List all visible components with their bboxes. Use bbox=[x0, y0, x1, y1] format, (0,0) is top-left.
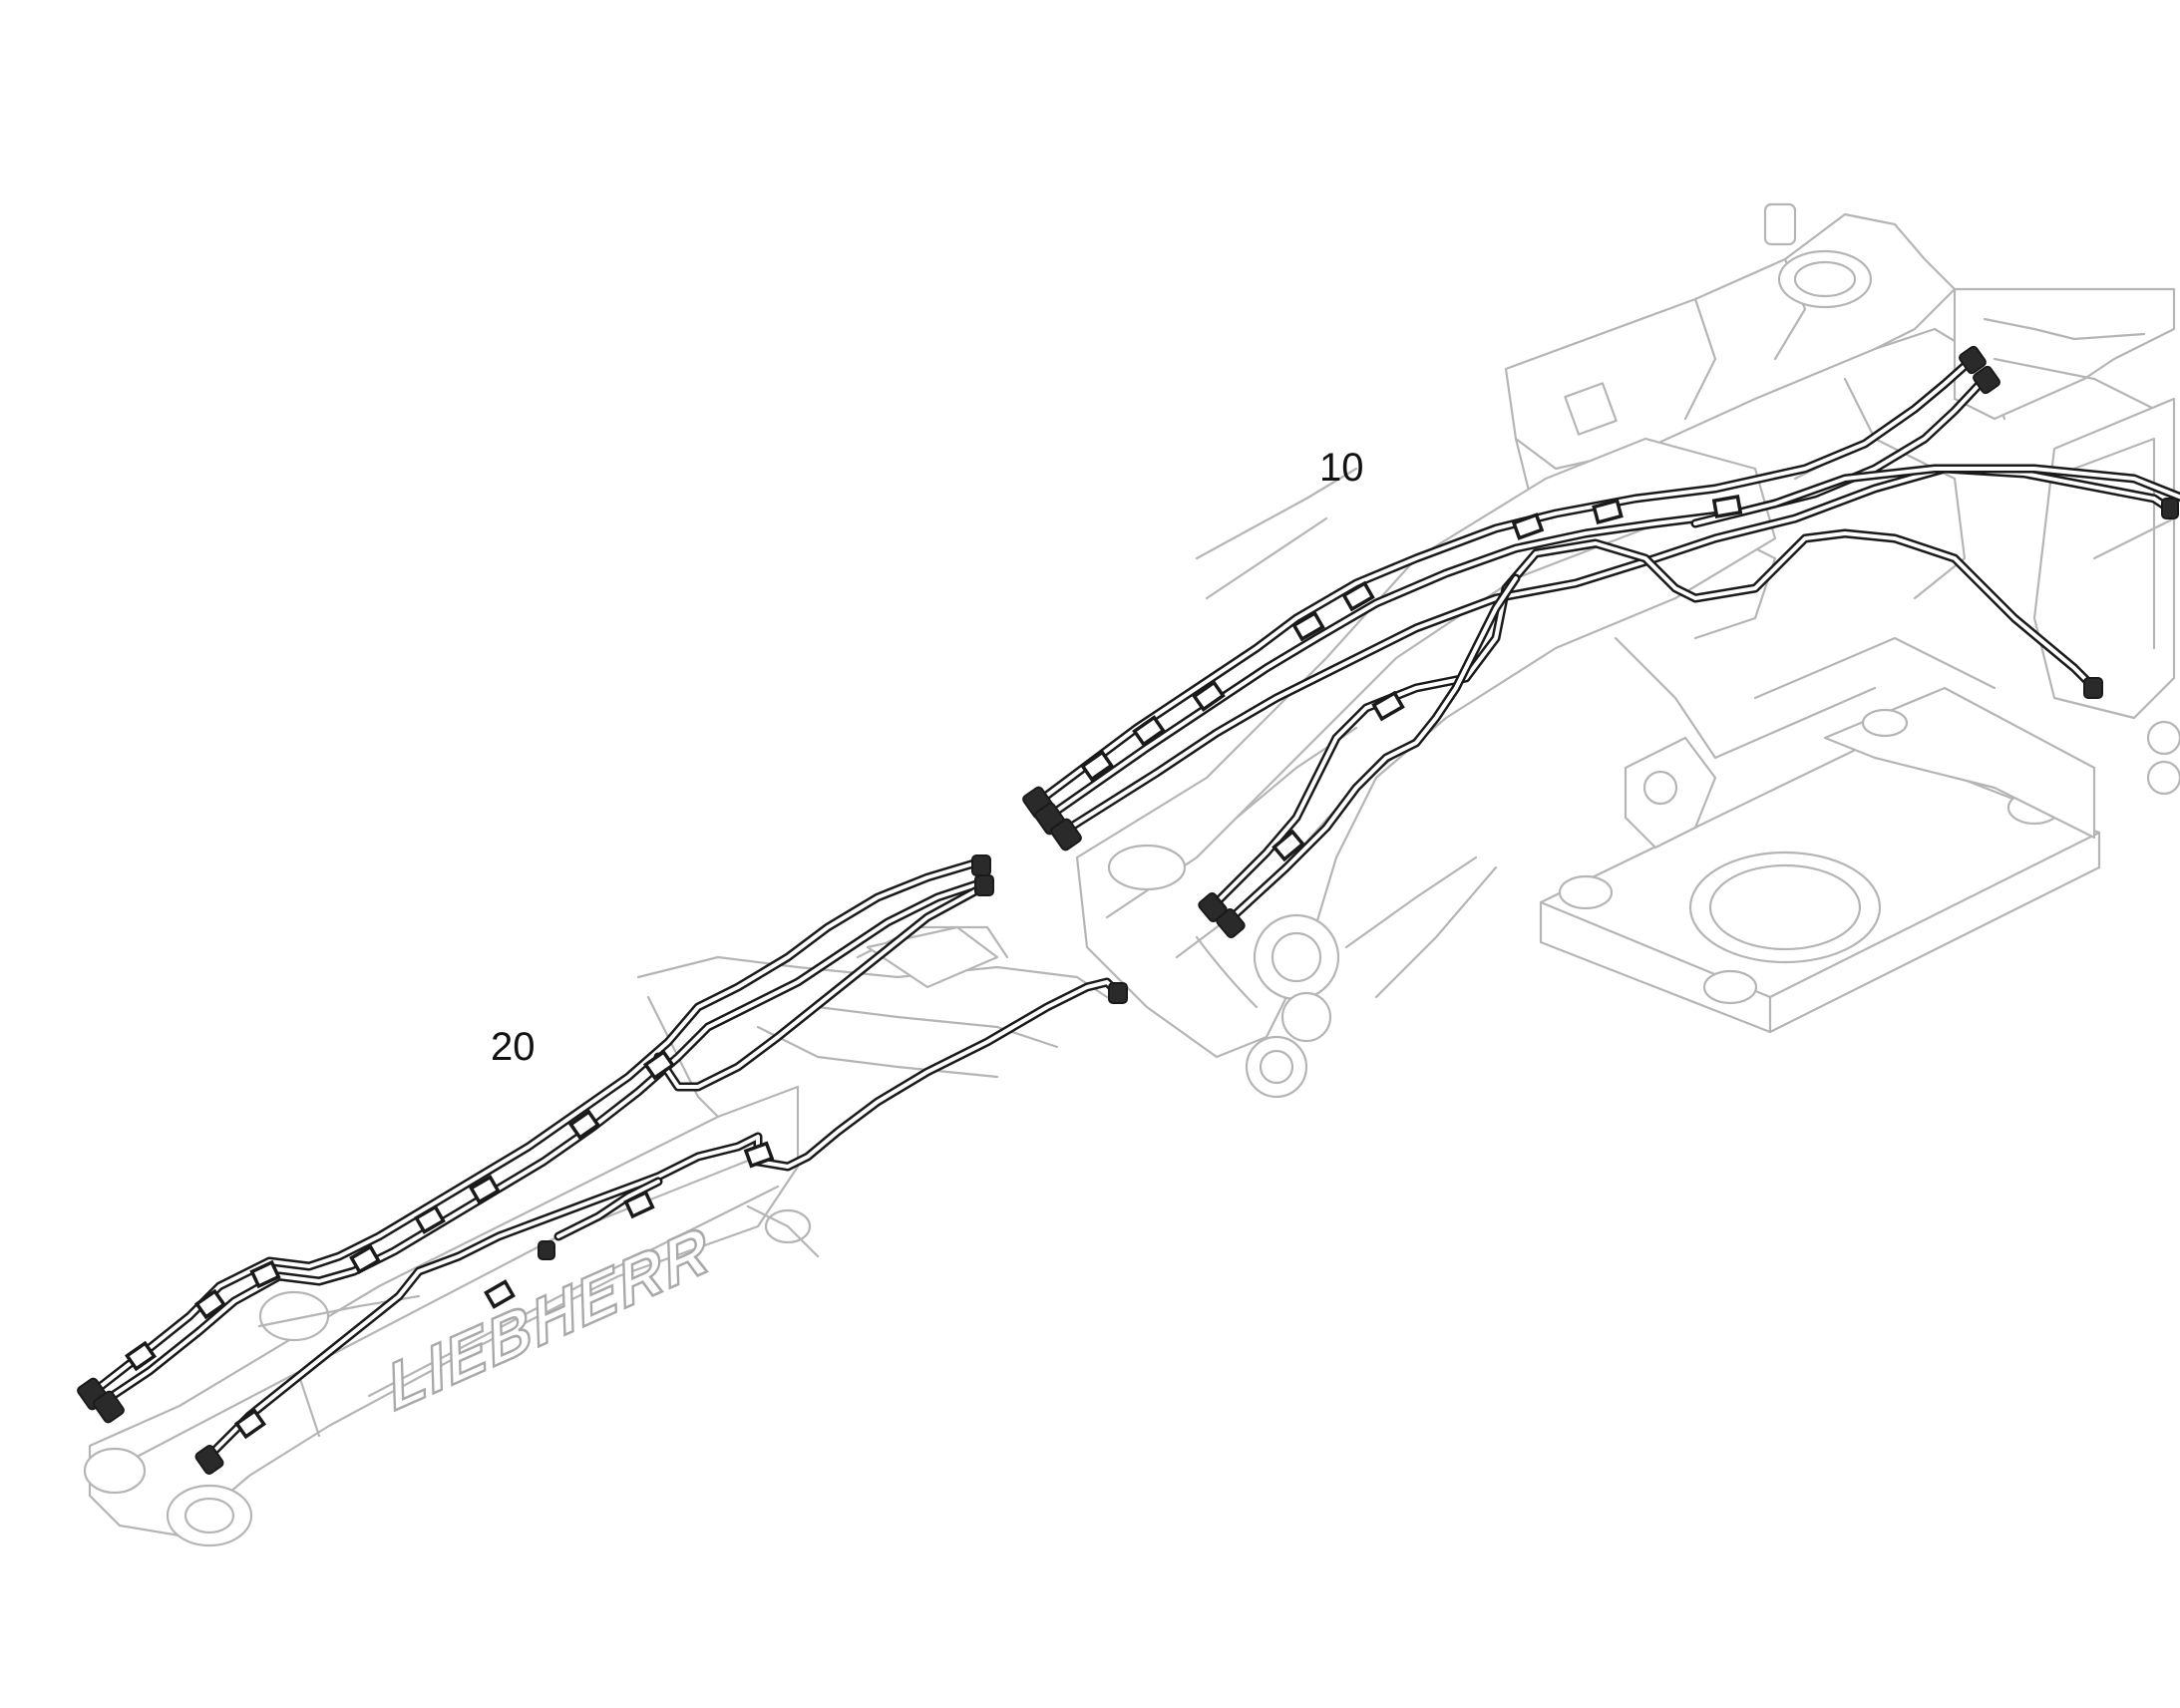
stick-arm-section: LIEBHERR bbox=[83, 925, 1109, 1547]
callout-20: 20 bbox=[491, 1025, 536, 1069]
callout-10: 10 bbox=[1319, 446, 1364, 490]
hose-assembly-20 bbox=[77, 854, 1128, 1475]
hose-assembly-10 bbox=[1022, 345, 2180, 938]
